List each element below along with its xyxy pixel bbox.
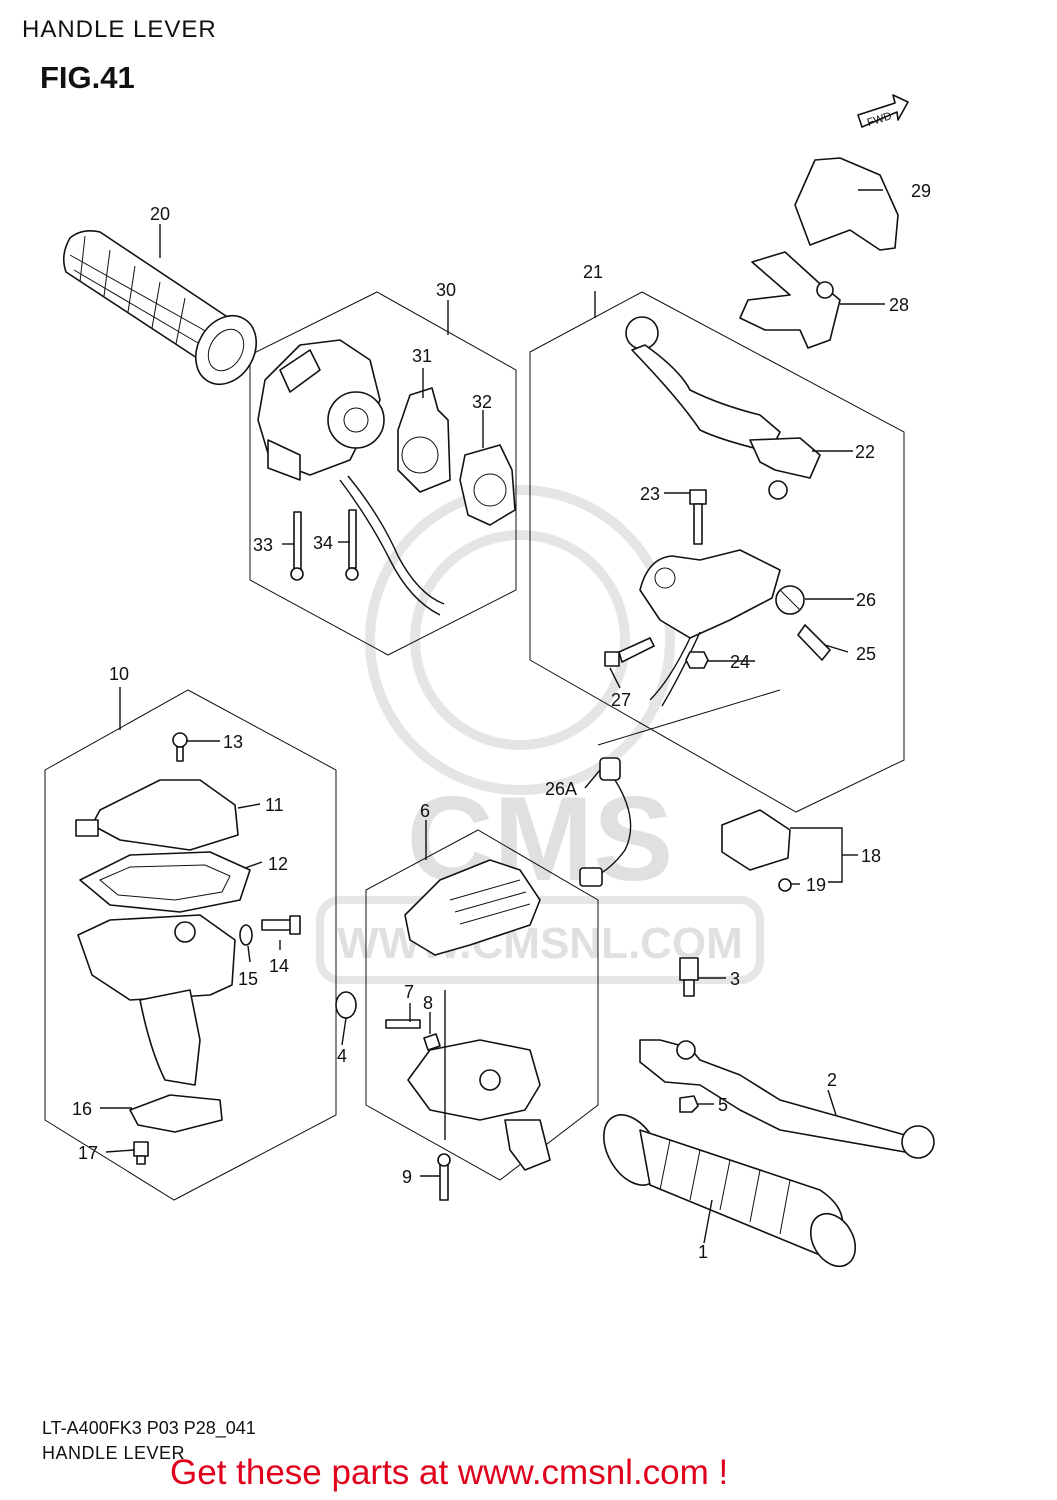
boot-16 [129, 1094, 223, 1133]
bolt-7 [385, 1019, 421, 1029]
clutch-lever-2 [639, 1039, 935, 1159]
nut-8 [423, 1033, 441, 1051]
callout-6: 6 [420, 801, 430, 821]
callout-16: 16 [72, 1099, 92, 1119]
diaphragm-12 [79, 851, 251, 913]
callout-19: 19 [806, 875, 826, 895]
switch-26 [775, 585, 805, 615]
throttle-case [407, 1039, 551, 1171]
throttle-cover-6 [404, 859, 541, 956]
callout-33: 33 [253, 535, 273, 555]
callout-11: 11 [265, 795, 284, 815]
nut-5 [679, 1095, 699, 1113]
collar-4 [335, 991, 357, 1019]
callout-25: 25 [856, 644, 876, 664]
grip-left-20 [62, 230, 257, 385]
nut-24 [685, 651, 709, 669]
bracket-28 [739, 251, 841, 349]
switch-housing-30 [257, 339, 445, 616]
callout-5: 5 [718, 1095, 728, 1115]
bolt-25 [797, 624, 831, 661]
lever-21 [625, 316, 781, 453]
leader-lines [100, 189, 885, 1244]
callout-3: 3 [730, 969, 740, 989]
callout-7: 7 [404, 982, 414, 1002]
cover-29 [794, 157, 899, 251]
switch-18 [721, 809, 791, 871]
group-frame-21 [529, 291, 905, 813]
pin-3 [679, 957, 699, 997]
callout-14: 14 [269, 956, 289, 976]
callout-22: 22 [855, 442, 875, 462]
screw-19 [778, 878, 792, 892]
grip-right-1 [603, 1114, 857, 1268]
callout-15: 15 [238, 969, 258, 989]
callout-17: 17 [78, 1143, 98, 1163]
pivot-bolt-23 [689, 489, 707, 545]
watermark-url: WWW.CMSNL.COM [337, 919, 743, 968]
callout-23: 23 [640, 484, 660, 504]
callout-8: 8 [423, 993, 433, 1013]
callout-28: 28 [889, 295, 909, 315]
callout-32: 32 [472, 392, 492, 412]
cta-link[interactable]: Get these parts at www.cmsnl.com ! [170, 1453, 729, 1492]
callout-4: 4 [337, 1046, 347, 1066]
cap-11 [75, 779, 239, 851]
callout-29: 29 [911, 181, 931, 201]
callout-1: 1 [698, 1242, 708, 1262]
master-cylinder-10 [77, 914, 236, 1086]
callout-20: 20 [150, 204, 170, 224]
group-frame-10 [44, 689, 337, 1201]
header-title: HANDLE LEVER [22, 16, 217, 43]
group-frame-6 [365, 829, 599, 1181]
screw-9 [437, 1153, 451, 1201]
master-cylinder-body [639, 549, 781, 707]
callout-26a: 26A [545, 779, 577, 799]
fwd-arrow-badge: FWD [857, 94, 909, 129]
lever-holder-22 [749, 437, 821, 500]
callout-30: 30 [436, 280, 456, 300]
callout-34: 34 [313, 533, 333, 553]
callout-9: 9 [402, 1167, 412, 1187]
bolt-14 [261, 915, 301, 935]
clamp-32 [459, 444, 516, 526]
callout-24: 24 [730, 652, 750, 672]
callout-12: 12 [268, 854, 288, 874]
bolt-27 [604, 637, 655, 667]
callout-18: 18 [861, 846, 881, 866]
diagram-name: HANDLE LEVER [42, 1443, 186, 1463]
group-frame-30 [249, 291, 517, 656]
wire-harness-26a [579, 757, 632, 887]
callout-31: 31 [412, 346, 432, 366]
washer-15 [239, 924, 253, 946]
throttle-ring-31 [397, 387, 451, 493]
callout-10: 10 [109, 664, 129, 684]
bolt-17 [133, 1141, 149, 1165]
callout-13: 13 [223, 732, 243, 752]
figure-number: FIG.41 [40, 60, 135, 95]
callout-26: 26 [856, 590, 876, 610]
callout-2: 2 [827, 1070, 837, 1090]
screws-33-34 [290, 509, 359, 581]
diagram-code: LT-A400FK3 P03 P28_041 [42, 1418, 256, 1438]
callout-21: 21 [583, 262, 603, 282]
callout-27: 27 [611, 690, 631, 710]
screw-13 [172, 732, 188, 762]
leader-26a-frame [597, 689, 781, 746]
callout-labels: 20 30 31 32 33 34 21 29 28 22 23 26 25 2… [72, 181, 931, 1262]
